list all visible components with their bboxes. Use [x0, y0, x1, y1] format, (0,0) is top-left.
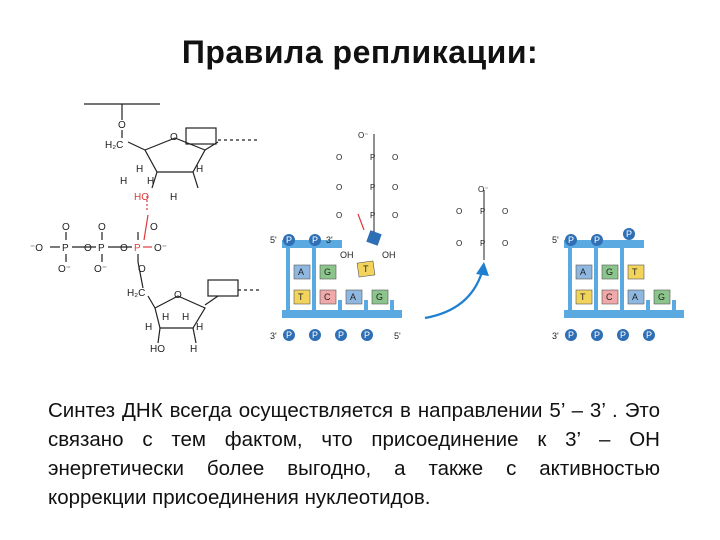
end-5-label: 5'	[552, 235, 559, 245]
atom-h: H	[162, 312, 169, 323]
atom-o: O	[392, 153, 398, 162]
end-5-label: 5'	[270, 235, 277, 245]
atom-o: O	[120, 243, 128, 254]
base-g: G	[606, 267, 613, 277]
atom-o: O	[62, 222, 70, 233]
base-c: C	[606, 292, 613, 302]
phosphate-label: P	[594, 235, 600, 245]
base-g: G	[376, 292, 383, 302]
atom-h: H	[136, 164, 143, 175]
phosphate-label: P	[620, 330, 626, 340]
phosphate-label: P	[646, 330, 652, 340]
atom-h: H	[120, 176, 127, 187]
atom-o: O	[502, 207, 508, 216]
atom-p: P	[62, 243, 69, 254]
atom-h: H	[182, 312, 189, 323]
strand-diagram-before	[282, 134, 402, 341]
slide-body-text: Синтез ДНК всегда осуществляется в напра…	[48, 399, 660, 509]
base-a: A	[580, 267, 586, 277]
base-t: T	[298, 292, 304, 302]
atom-o: O	[150, 222, 158, 233]
atom-h: H	[145, 322, 152, 333]
base-g: G	[658, 292, 665, 302]
arrow-head-icon	[476, 262, 489, 276]
atom-o: O	[84, 243, 92, 254]
atom-o: O	[392, 183, 398, 192]
atom-o-minus: O⁻	[154, 243, 167, 254]
atom-o: O	[336, 183, 342, 192]
atom-h: H	[190, 344, 197, 355]
atom-o: O	[118, 120, 126, 131]
phosphate-label: P	[286, 330, 292, 340]
triphosphate-chain: O⁻ O P O O P O O P O	[336, 131, 398, 220]
end-3-label: 3'	[326, 235, 333, 245]
atom-p: P	[480, 239, 485, 248]
atom-p: P	[134, 243, 141, 254]
atom-p: P	[370, 211, 375, 220]
slide-title: Правила репликации:	[181, 34, 539, 70]
atom-o-minus: O⁻	[478, 185, 488, 194]
atom-o: O	[336, 211, 342, 220]
atom-ho: HO	[134, 192, 149, 203]
end-3-label: 3'	[552, 331, 559, 341]
chemical-structure	[50, 103, 262, 344]
base-g: G	[324, 267, 331, 277]
atom-o: O	[98, 222, 106, 233]
phosphate-label: P	[568, 235, 574, 245]
atom-p: P	[480, 207, 485, 216]
end-5-label: 5'	[394, 331, 401, 341]
base-a: A	[350, 292, 356, 302]
atom-o: O	[456, 207, 462, 216]
phosphate-label: P	[312, 235, 318, 245]
base-t: T	[632, 267, 638, 277]
atom-p: P	[370, 153, 375, 162]
atom-o: O	[392, 211, 398, 220]
chemical-labels: O H₂C O H H H H HO H ⁻O P O P O P O O⁻ O…	[30, 120, 203, 355]
base-a: A	[632, 292, 638, 302]
atom-minus-o: ⁻O	[30, 243, 43, 254]
pyrophosphate: O⁻ O P O O P O	[456, 185, 508, 248]
atom-p: P	[98, 243, 105, 254]
strand-labels-after: 5' 3' P P P P P P P A G T T C A G	[552, 229, 665, 341]
atom-h2c: H₂C	[105, 140, 123, 151]
base-t: T	[580, 292, 586, 302]
base-c: C	[324, 292, 331, 302]
atom-o: O	[456, 239, 462, 248]
atom-h: H	[196, 322, 203, 333]
base-a: A	[298, 267, 304, 277]
atom-p: P	[370, 183, 375, 192]
reaction-arrow	[424, 271, 484, 320]
phosphate-label: P	[568, 330, 574, 340]
atom-ho: HO	[150, 344, 165, 355]
atom-o: O	[174, 290, 182, 301]
atom-o: O	[336, 153, 342, 162]
atom-o: O	[502, 239, 508, 248]
atom-o: O	[170, 132, 178, 143]
phosphate-label: P	[364, 330, 370, 340]
atom-h: H	[147, 176, 154, 187]
phosphate-label: P	[286, 235, 292, 245]
atom-h2c: H₂C	[127, 288, 145, 299]
base-t: T	[363, 264, 369, 274]
atom-h: H	[170, 192, 177, 203]
strand-labels-before: 5' 3' 5' 3' OH OH P P P P P P A G T T C …	[270, 235, 401, 341]
atom-o-minus: O⁻	[94, 264, 107, 275]
strand-diagram-after	[564, 228, 684, 341]
oh-label: OH	[340, 250, 354, 260]
atom-h: H	[196, 164, 203, 175]
phosphate-label: P	[312, 330, 318, 340]
phosphate-label: P	[338, 330, 344, 340]
replication-figure: O H₂C O H H H H HO H ⁻O P O P O P O O⁻ O…	[30, 103, 684, 355]
phosphate-label: P	[626, 229, 632, 239]
atom-o-minus: O⁻	[58, 264, 71, 275]
atom-o: O	[138, 264, 146, 275]
phosphate-label: P	[594, 330, 600, 340]
end-3-label: 3'	[270, 331, 277, 341]
atom-o-minus: O⁻	[358, 131, 368, 140]
oh-label: OH	[382, 250, 396, 260]
